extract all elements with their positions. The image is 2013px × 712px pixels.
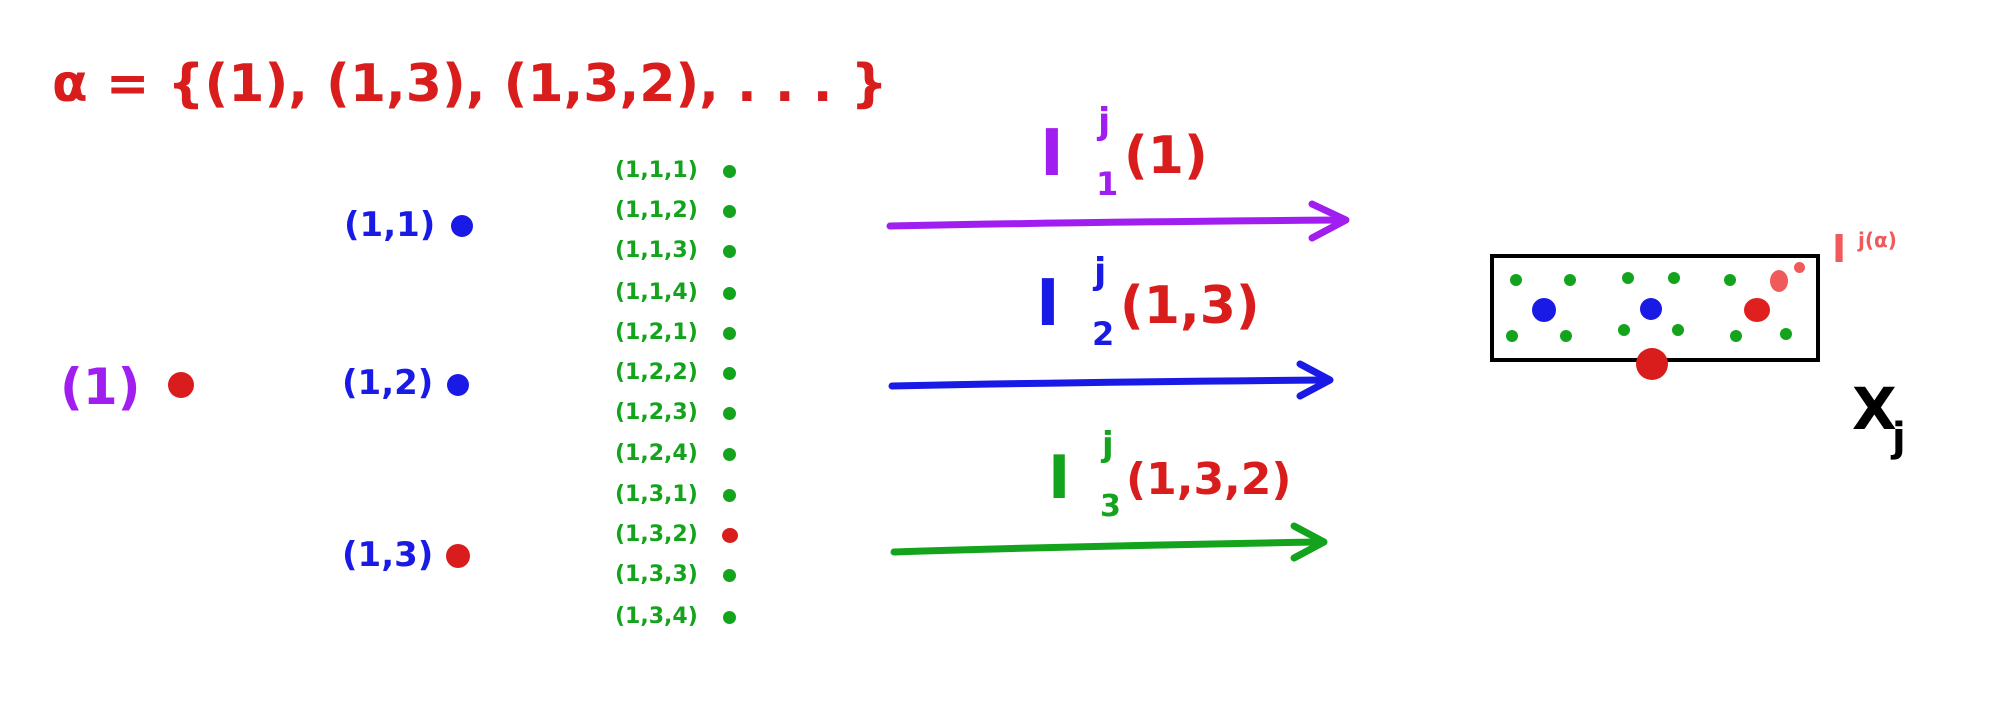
map2-subscript: 2 bbox=[1092, 315, 1115, 353]
target-dot-green-7 bbox=[1560, 330, 1572, 342]
map3-arg: (1,3,2) bbox=[1126, 454, 1292, 505]
target-dot-green-3 bbox=[1622, 272, 1634, 284]
level2-dot-2 bbox=[447, 374, 469, 396]
level3-label-6: (1,2,2) bbox=[615, 360, 698, 385]
map1-subscript: 1 bbox=[1096, 165, 1119, 203]
level2-dot-3 bbox=[446, 544, 470, 568]
level1-label: (1) bbox=[60, 358, 141, 416]
level3-label-9: (1,3,1) bbox=[615, 482, 698, 507]
target-dot-green-4 bbox=[1668, 272, 1680, 284]
alpha-definition: α = {(1), (1,3), (1,3,2), . . . } bbox=[52, 54, 888, 114]
level3-dot-5 bbox=[723, 327, 736, 340]
level3-dot-12 bbox=[723, 611, 736, 624]
level1-dot bbox=[168, 372, 194, 398]
level3-label-4: (1,1,4) bbox=[615, 280, 698, 305]
target-dot-green-8 bbox=[1618, 324, 1630, 336]
arrow-level-3 bbox=[890, 538, 1322, 556]
target-dot-red-large bbox=[1636, 348, 1668, 380]
level3-dot-7 bbox=[723, 407, 736, 420]
level3-label-7: (1,2,3) bbox=[615, 400, 698, 425]
level2-dot-1 bbox=[451, 215, 473, 237]
map1-arg: (1) bbox=[1124, 126, 1208, 186]
level3-dot-4 bbox=[723, 287, 736, 300]
level3-dot-11 bbox=[723, 569, 736, 582]
target-dot-blue-2 bbox=[1640, 298, 1662, 320]
target-dot-red-1 bbox=[1744, 298, 1770, 322]
level3-label-5: (1,2,1) bbox=[615, 320, 698, 345]
level3-label-11: (1,3,3) bbox=[615, 562, 698, 587]
level3-dot-6 bbox=[723, 367, 736, 380]
target-dot-green-5 bbox=[1724, 274, 1736, 286]
level3-label-10: (1,3,2) bbox=[615, 522, 698, 547]
target-dot-red-2 bbox=[1770, 270, 1788, 292]
space-label: X bbox=[1852, 375, 1897, 443]
map1-superscript: j bbox=[1098, 101, 1111, 142]
level2-label-1: (1,1) bbox=[344, 205, 436, 245]
target-dot-green-11 bbox=[1780, 328, 1792, 340]
target-dot-green-1 bbox=[1510, 274, 1522, 286]
arrowhead-level-3 bbox=[1290, 522, 1328, 562]
level3-dot-3 bbox=[723, 245, 736, 258]
arrow-level-2 bbox=[888, 376, 1328, 390]
arrow-level-1 bbox=[886, 216, 1344, 230]
level2-label-2: (1,2) bbox=[342, 363, 434, 403]
map1-symbol: I bbox=[1040, 117, 1064, 191]
level3-dot-2 bbox=[723, 205, 736, 218]
target-dot-green-10 bbox=[1730, 330, 1742, 342]
map2-symbol: I bbox=[1036, 267, 1060, 341]
level3-label-3: (1,1,3) bbox=[615, 238, 698, 263]
level3-label-8: (1,2,4) bbox=[615, 441, 698, 466]
map2-superscript: j bbox=[1094, 251, 1107, 292]
target-dot-pink-small bbox=[1794, 262, 1805, 273]
map3-symbol: I bbox=[1048, 443, 1071, 513]
level3-label-1: (1,1,1) bbox=[615, 158, 698, 183]
target-dot-green-9 bbox=[1672, 324, 1684, 336]
level3-label-2: (1,1,2) bbox=[615, 198, 698, 223]
level3-dot-1 bbox=[723, 165, 736, 178]
target-dot-blue-1 bbox=[1532, 298, 1556, 322]
level3-dot-10 bbox=[722, 528, 738, 543]
map3-superscript: j bbox=[1102, 425, 1114, 465]
map3-subscript: 3 bbox=[1100, 489, 1121, 524]
space-subscript: j bbox=[1892, 415, 1906, 461]
image-label-superscript: j(α) bbox=[1858, 228, 1897, 252]
level2-label-3: (1,3) bbox=[342, 535, 434, 575]
arrowhead-level-1 bbox=[1308, 200, 1350, 242]
target-dot-green-2 bbox=[1564, 274, 1576, 286]
image-label-symbol: I bbox=[1832, 227, 1847, 271]
level3-dot-8 bbox=[723, 448, 736, 461]
level3-label-12: (1,3,4) bbox=[615, 604, 698, 629]
target-dot-green-6 bbox=[1506, 330, 1518, 342]
arrowhead-level-2 bbox=[1296, 360, 1334, 400]
level3-dot-9 bbox=[723, 489, 736, 502]
map2-arg: (1,3) bbox=[1120, 276, 1260, 336]
